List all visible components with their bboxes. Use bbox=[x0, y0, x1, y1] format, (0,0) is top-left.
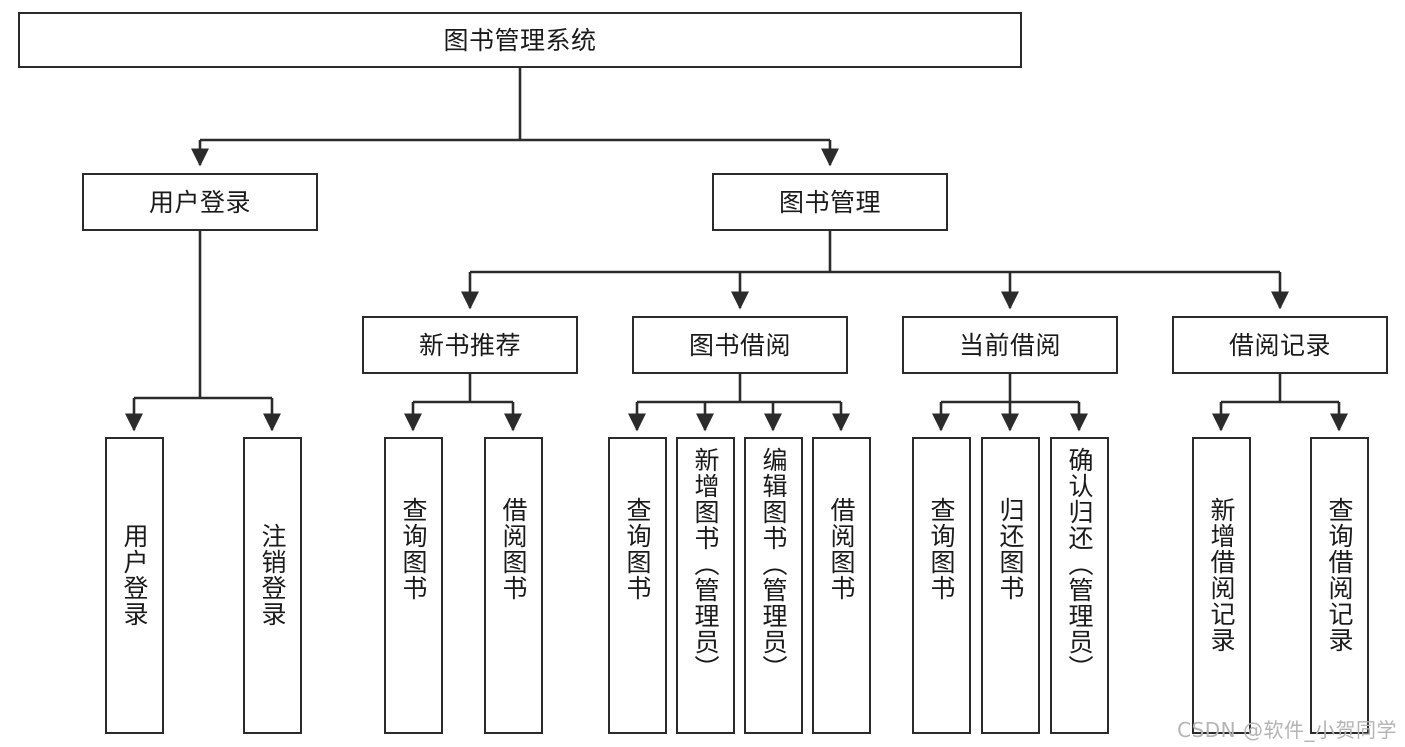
node-current-borrow[interactable]: 当前借阅 bbox=[902, 316, 1118, 374]
node-leaf-add-record-label: 新增借阅记录 bbox=[1207, 497, 1236, 653]
node-leaf-return-book[interactable]: 归还图书 bbox=[981, 437, 1040, 734]
node-leaf-borrow-book-2[interactable]: 借阅图书 bbox=[812, 437, 871, 734]
node-leaf-query-record-label: 查询借阅记录 bbox=[1325, 497, 1354, 653]
node-user-login-label: 用户登录 bbox=[148, 187, 251, 217]
node-leaf-query-book-2-label: 查询图书 bbox=[623, 497, 652, 601]
node-leaf-add-record[interactable]: 新增借阅记录 bbox=[1192, 437, 1251, 734]
watermark-text: CSDN @软件_小贺同学 bbox=[1177, 718, 1397, 742]
node-leaf-logout[interactable]: 注销登录 bbox=[243, 437, 302, 734]
node-leaf-borrow-book-2-label: 借阅图书 bbox=[827, 497, 856, 601]
node-leaf-query-record[interactable]: 查询借阅记录 bbox=[1310, 437, 1369, 734]
node-leaf-borrow-book-1-label: 借阅图书 bbox=[499, 497, 528, 601]
node-leaf-query-book-1[interactable]: 查询图书 bbox=[384, 437, 443, 734]
node-leaf-edit-book[interactable]: 编辑图书（管理员） bbox=[744, 437, 803, 734]
node-leaf-query-book-1-label: 查询图书 bbox=[399, 497, 428, 601]
node-leaf-confirm-return[interactable]: 确认归还（管理员） bbox=[1050, 437, 1109, 734]
node-borrow-record-label: 借阅记录 bbox=[1228, 330, 1331, 360]
node-user-login[interactable]: 用户登录 bbox=[82, 173, 318, 231]
node-leaf-edit-book-label: 编辑图书（管理员） bbox=[759, 447, 788, 681]
node-new-book-recommend[interactable]: 新书推荐 bbox=[362, 316, 578, 374]
node-leaf-confirm-return-label: 确认归还（管理员） bbox=[1065, 447, 1094, 681]
node-root-label: 图书管理系统 bbox=[443, 25, 597, 55]
node-leaf-user-login-label: 用户登录 bbox=[120, 523, 149, 627]
node-leaf-logout-label: 注销登录 bbox=[258, 523, 287, 627]
node-leaf-query-book-3-label: 查询图书 bbox=[927, 497, 956, 601]
node-book-borrow-label: 图书借阅 bbox=[688, 330, 791, 360]
node-leaf-add-book-label: 新增图书（管理员） bbox=[691, 447, 720, 681]
node-leaf-user-login[interactable]: 用户登录 bbox=[105, 437, 164, 734]
node-leaf-query-book-2[interactable]: 查询图书 bbox=[608, 437, 667, 734]
node-current-borrow-label: 当前借阅 bbox=[958, 330, 1061, 360]
node-leaf-add-book[interactable]: 新增图书（管理员） bbox=[676, 437, 735, 734]
node-book-borrow[interactable]: 图书借阅 bbox=[632, 316, 848, 374]
node-book-management[interactable]: 图书管理 bbox=[712, 173, 948, 231]
node-new-book-recommend-label: 新书推荐 bbox=[418, 330, 521, 360]
node-leaf-return-book-label: 归还图书 bbox=[996, 497, 1025, 601]
node-leaf-query-book-3[interactable]: 查询图书 bbox=[912, 437, 971, 734]
node-borrow-record[interactable]: 借阅记录 bbox=[1172, 316, 1388, 374]
node-leaf-borrow-book-1[interactable]: 借阅图书 bbox=[484, 437, 543, 734]
node-book-management-label: 图书管理 bbox=[778, 187, 881, 217]
node-root[interactable]: 图书管理系统 bbox=[18, 12, 1022, 68]
